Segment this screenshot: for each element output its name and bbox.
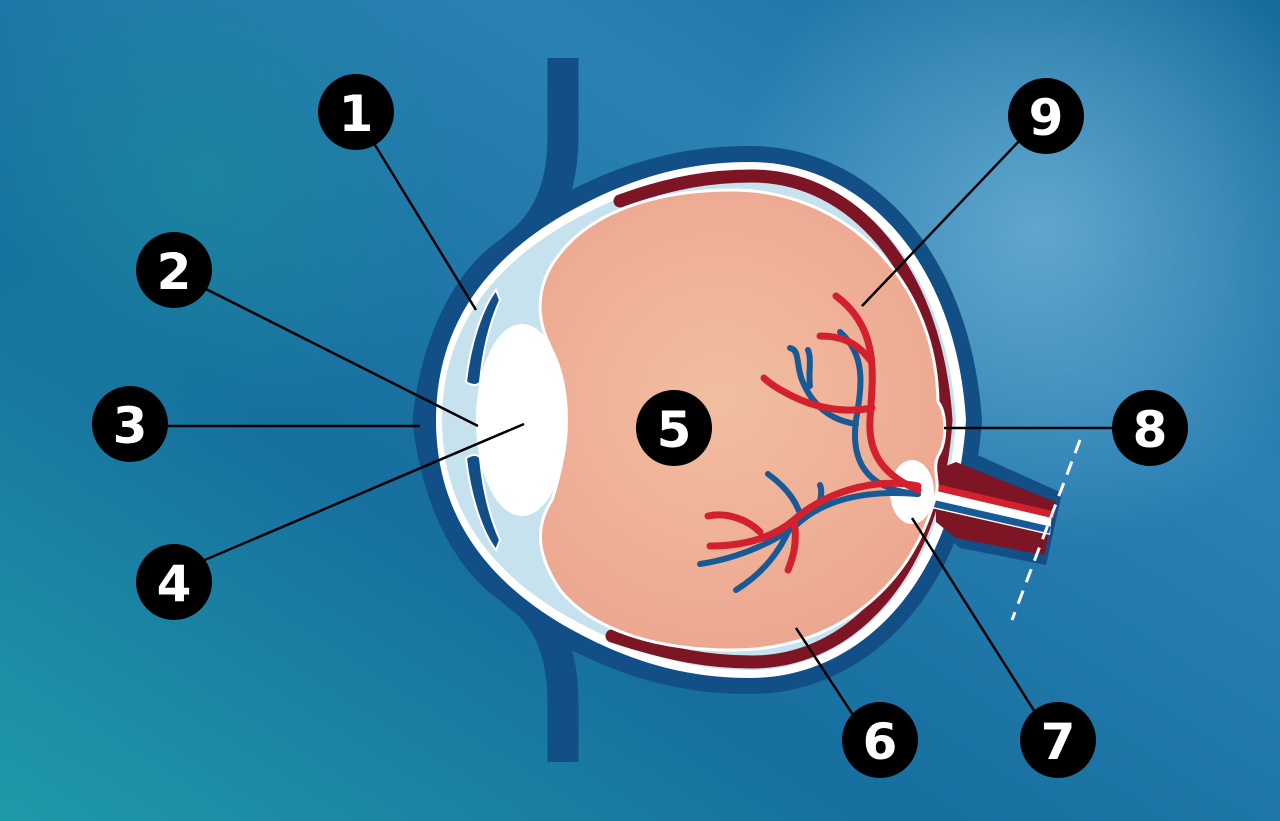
marker-8: 8 (1112, 390, 1188, 466)
marker-label-2: 2 (157, 243, 192, 301)
marker-4: 4 (136, 544, 212, 620)
optic-nerve-cut-line (1010, 439, 1082, 621)
marker-9: 9 (1008, 78, 1084, 154)
retinal-arteries (704, 292, 922, 574)
marker-label-6: 6 (863, 713, 898, 771)
leader-line-4 (199, 422, 525, 564)
leader-lines (160, 137, 1118, 721)
marker-label-5: 5 (657, 401, 692, 459)
marker-label-7: 7 (1041, 713, 1076, 771)
marker-3: 3 (92, 386, 168, 462)
leader-line-2 (199, 284, 479, 428)
lens (476, 324, 568, 516)
iris-lower (464, 454, 502, 552)
marker-6: 6 (842, 702, 918, 778)
marker-label-3: 3 (113, 397, 148, 455)
leader-line-6 (794, 627, 857, 719)
marker-label-1: 1 (339, 85, 374, 143)
marker-1: 1 (318, 74, 394, 150)
vitreous-body (538, 188, 947, 652)
marker-5: 5 (636, 390, 712, 466)
marker-7: 7 (1020, 702, 1096, 778)
marker-label-8: 8 (1133, 401, 1168, 459)
iris-upper (464, 288, 502, 386)
leader-line-7 (910, 517, 1042, 721)
marker-label-4: 4 (157, 555, 192, 613)
marker-2: 2 (136, 232, 212, 308)
marker-label-9: 9 (1029, 89, 1064, 147)
choroid (605, 169, 953, 669)
leader-line-1 (370, 139, 478, 311)
leader-line-9 (861, 137, 1023, 307)
